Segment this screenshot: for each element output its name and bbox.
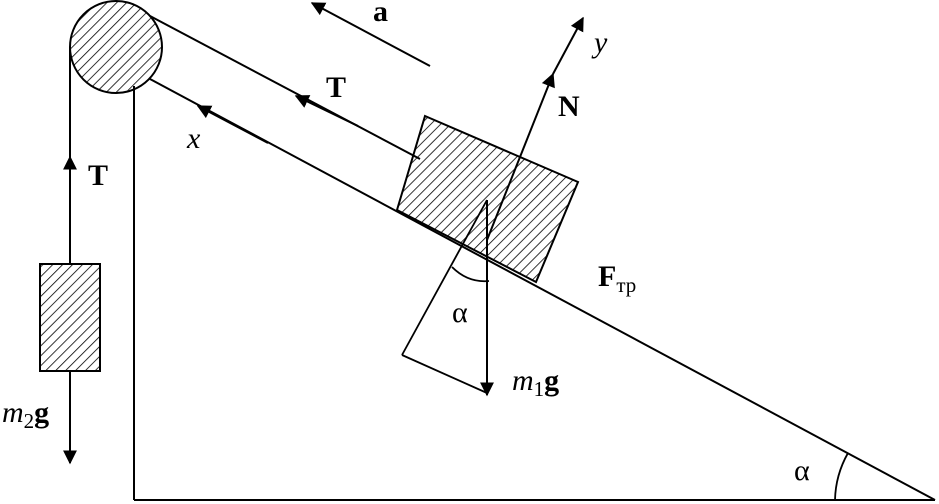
rope-to-block: [149, 15, 421, 160]
normal-force-arrow: [486, 72, 555, 241]
label-tension-rope: T: [326, 71, 346, 104]
block-angle-arc: [451, 266, 490, 283]
label-y-axis: y: [591, 26, 608, 59]
pulley: [69, 0, 163, 94]
acceleration-arrow: [310, 2, 431, 67]
label-acceleration: a: [373, 0, 388, 28]
block-m2: [39, 263, 101, 372]
y-axis-arrow: [552, 16, 584, 75]
label-friction: Fтр: [598, 260, 636, 297]
label-tension-hanging: T: [88, 159, 108, 192]
label-gravity-m1: m1g: [512, 364, 559, 401]
block-m1: [395, 114, 580, 284]
x-axis-arrow: [196, 105, 269, 144]
gravity-triangle-side: [401, 199, 488, 356]
label-x-axis: x: [186, 122, 201, 155]
label-angle-incline: α: [794, 454, 810, 487]
incline-slope: [149, 78, 936, 501]
label-gravity-m2: m2g: [2, 396, 49, 433]
tension-arrow-rope: [294, 95, 359, 127]
incline-angle-arc: [834, 452, 849, 501]
label-normal-force: N: [558, 90, 580, 123]
label-angle-block: α: [452, 296, 468, 329]
gravity-triangle-bottom: [401, 354, 488, 394]
